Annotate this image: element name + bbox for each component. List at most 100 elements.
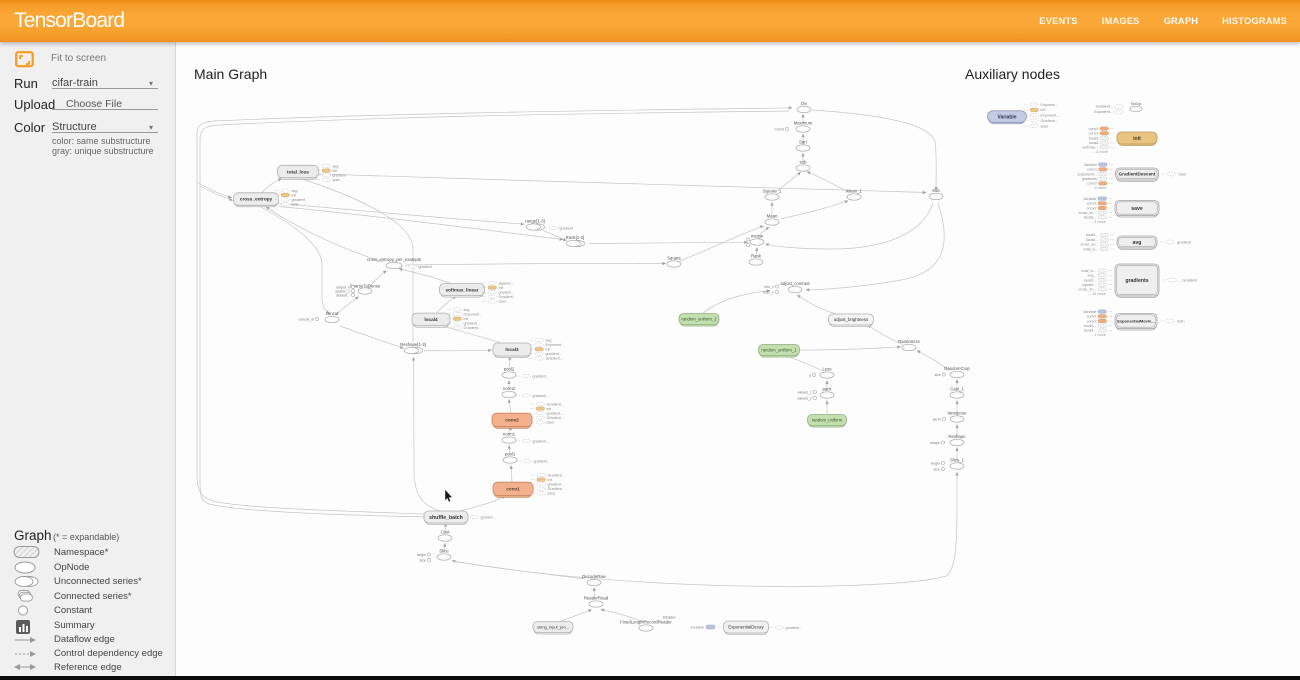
svg-text:avg: avg xyxy=(464,308,470,312)
svg-text:conv1: conv1 xyxy=(1089,127,1099,131)
svg-text:conv2: conv2 xyxy=(1087,319,1097,323)
svg-text:values_1: values_1 xyxy=(798,390,812,394)
svg-text:conv2: conv2 xyxy=(1089,132,1099,136)
svg-text:pool2: pool2 xyxy=(504,367,515,372)
svg-text:random_uniform: random_uniform xyxy=(812,418,843,423)
svg-text:local3...: local3... xyxy=(1084,324,1097,328)
svg-text:local4...: local4... xyxy=(1084,329,1097,333)
svg-text:local3...: local3... xyxy=(1086,233,1099,237)
svg-text:SparseToDense: SparseToDense xyxy=(350,284,381,289)
svg-text:gradient...: gradient... xyxy=(533,374,549,378)
svg-text:gradient...: gradient... xyxy=(546,352,562,356)
svg-text:shuffle_batch: shuffle_batch xyxy=(429,515,463,521)
svg-text:local4: local4 xyxy=(424,317,438,322)
svg-text:gradients: gradients xyxy=(1125,278,1148,284)
svg-text:Square_1: Square_1 xyxy=(763,189,782,194)
svg-text:RandomCrop: RandomCrop xyxy=(944,366,970,371)
svg-text:Less: Less xyxy=(822,367,831,372)
svg-text:init: init xyxy=(333,169,338,173)
svg-text:Reader: Reader xyxy=(663,615,676,620)
svg-text:Exponenti...: Exponenti... xyxy=(1078,172,1097,176)
svg-text:cross_en...: cross_en... xyxy=(1078,288,1096,292)
svg-text:perm: perm xyxy=(933,417,941,421)
svg-text:Slice_1: Slice_1 xyxy=(950,458,965,463)
svg-text:conv2: conv2 xyxy=(505,418,519,423)
svg-text:random_uniform_1: random_uniform_1 xyxy=(761,348,797,353)
svg-text:range[1-3]: range[1-3] xyxy=(525,219,545,224)
svg-text:gradients: gradients xyxy=(1082,177,1097,181)
svg-text:adjust_brightness: adjust_brightness xyxy=(834,317,869,322)
svg-text:Gradient...: Gradient... xyxy=(499,295,516,299)
svg-text:size: size xyxy=(419,558,425,562)
svg-text:y: y xyxy=(809,373,811,377)
svg-text:avg: avg xyxy=(1133,240,1142,246)
svg-text:shape: shape xyxy=(930,441,940,445)
svg-text:norm1: norm1 xyxy=(503,432,516,437)
svg-text:local4: local4 xyxy=(1089,141,1099,145)
svg-text:Exponent...: Exponent... xyxy=(1041,114,1060,118)
svg-text:gradient...: gradient... xyxy=(786,626,802,630)
svg-text:Exponen...: Exponen... xyxy=(1041,103,1059,107)
svg-text:... 3 more: ... 3 more xyxy=(1090,220,1106,224)
svg-text:size: size xyxy=(934,373,940,377)
svg-text:save: save xyxy=(547,421,555,425)
svg-text:Cast_1: Cast_1 xyxy=(950,387,964,392)
svg-text:avg: avg xyxy=(292,189,298,193)
svg-text:ExponentialDecay: ExponentialDecay xyxy=(728,625,764,630)
svg-text:variable: variable xyxy=(690,625,704,630)
svg-text:Mean: Mean xyxy=(767,214,778,219)
svg-text:ReaderRead: ReaderRead xyxy=(584,596,609,601)
svg-text:max_v: max_v xyxy=(763,290,774,294)
svg-text:cross_entropy_per_example: cross_entropy_per_example xyxy=(367,257,422,262)
svg-text:init: init xyxy=(464,317,469,321)
svg-text:init: init xyxy=(1041,108,1046,112)
svg-text:Sub: Sub xyxy=(932,188,940,193)
svg-text:merge: merge xyxy=(751,234,764,239)
svg-text:avg: avg xyxy=(546,338,552,342)
svg-text:gradient...: gradient... xyxy=(533,394,549,398)
svg-text:Slice: Slice xyxy=(439,549,449,554)
svg-text:Gradient...: Gradient... xyxy=(547,416,564,420)
svg-text:... 1 more: ... 1 more xyxy=(1090,333,1106,337)
svg-text:save: save xyxy=(548,492,556,496)
svg-text:Gradient...: Gradient... xyxy=(547,402,564,406)
svg-text:softmax_linear: softmax_linear xyxy=(445,287,478,292)
svg-text:Squeez...: Squeez... xyxy=(499,281,515,285)
svg-text:local4...: local4... xyxy=(1086,238,1099,242)
svg-text:Div: Div xyxy=(801,101,808,106)
svg-text:gradient: gradient xyxy=(560,226,573,230)
svg-text:conv1: conv1 xyxy=(1087,168,1097,172)
svg-text:Exponent...: Exponent... xyxy=(1094,110,1113,114)
svg-text:norm2: norm2 xyxy=(503,386,516,391)
svg-text:Gradient...: Gradient... xyxy=(464,326,481,330)
svg-text:Mean_1: Mean_1 xyxy=(846,189,862,194)
svg-text:ExponentialMovin...: ExponentialMovin... xyxy=(1117,318,1155,323)
svg-text:Cast: Cast xyxy=(441,530,451,535)
svg-text:gradient: gradient xyxy=(419,265,432,269)
svg-text:Const: Const xyxy=(775,127,784,131)
svg-text:... 19 more: ... 19 more xyxy=(1088,292,1106,296)
svg-text:Maximum: Maximum xyxy=(794,121,813,126)
svg-text:sub: sub xyxy=(800,160,808,165)
svg-text:concat: concat xyxy=(326,311,339,316)
svg-text:conv2: conv2 xyxy=(1087,206,1097,210)
svg-text:Gradient...: Gradient... xyxy=(548,487,565,491)
svg-text:init: init xyxy=(548,478,553,482)
svg-text:local3: local3 xyxy=(1089,136,1099,140)
svg-text:concat_di: concat_di xyxy=(299,317,315,321)
svg-text:output_s: output_s xyxy=(336,285,350,289)
svg-text:transpose: transpose xyxy=(948,411,967,416)
svg-text:avg...: avg... xyxy=(1087,274,1096,278)
svg-text:total_lo...: total_lo... xyxy=(1084,247,1099,251)
svg-text:default...: default... xyxy=(336,293,350,297)
svg-text:Reshape[1-3]: Reshape[1-3] xyxy=(400,342,426,347)
svg-text:conv1: conv1 xyxy=(1087,315,1097,319)
svg-text:Gradient...: Gradient... xyxy=(1096,105,1113,109)
svg-text:Gradient...: Gradient... xyxy=(546,357,563,361)
svg-text:... 5 more: ... 5 more xyxy=(1090,186,1106,190)
svg-text:Variable: Variable xyxy=(1084,163,1097,167)
svg-text:total_lo...: total_lo... xyxy=(1082,269,1097,273)
svg-text:gradien...: gradien... xyxy=(499,291,514,295)
svg-text:GradientDescent: GradientDescent xyxy=(1119,172,1156,177)
svg-text:gradient: gradient xyxy=(292,198,305,202)
